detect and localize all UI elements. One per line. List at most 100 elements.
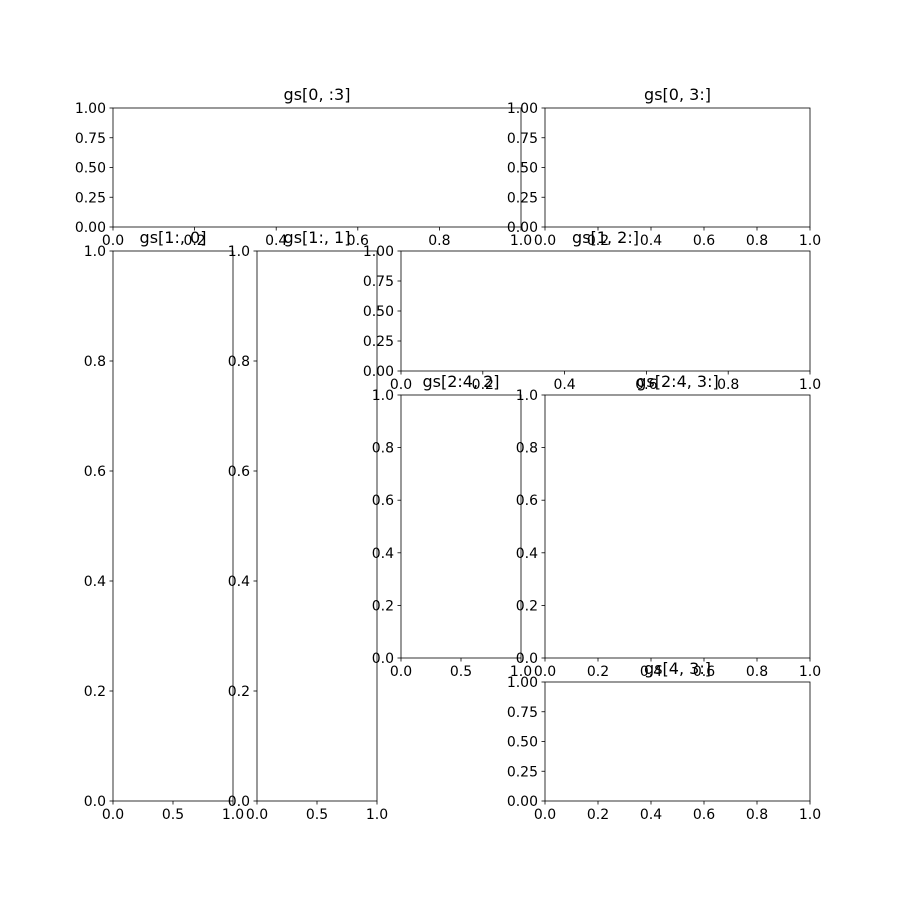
y-tick-label: 0.25 xyxy=(507,764,538,780)
x-tick-label: 1.0 xyxy=(799,664,821,680)
y-tick-label: 0.0 xyxy=(516,651,538,667)
x-tick-label: 0.0 xyxy=(102,807,124,823)
x-tick-label: 1.0 xyxy=(366,807,388,823)
y-tick-label: 0.4 xyxy=(516,546,538,562)
y-tick-label: 0.8 xyxy=(516,441,538,457)
x-tick-label: 0.4 xyxy=(265,233,287,249)
y-tick-label: 0.2 xyxy=(228,684,250,700)
x-tick-label: 0.8 xyxy=(746,807,768,823)
axes-4: 0.0 0.2 0.4 0.6 0.8 1.0 0.00 0.25 0.50 0.75 1.00 gs… xyxy=(363,228,821,393)
x-tick-label: 0.2 xyxy=(472,377,494,393)
axes-frame xyxy=(112,250,234,802)
axes-title: gs[1, 2:] xyxy=(572,228,639,247)
axes-frame xyxy=(400,250,811,372)
y-tick-label: 0.00 xyxy=(75,220,106,236)
y-tick-label: 0.6 xyxy=(228,464,250,480)
x-tick-label: 0.6 xyxy=(635,377,657,393)
x-tick-label: 0.4 xyxy=(553,377,575,393)
y-tick-label: 1.00 xyxy=(363,244,394,260)
y-tick-label: 0.50 xyxy=(363,304,394,320)
y-tick-label: 0.75 xyxy=(75,131,106,147)
x-tick-label: 0.0 xyxy=(534,807,556,823)
axes-frame xyxy=(544,394,811,659)
x-tick-label: 0.8 xyxy=(746,233,768,249)
x-tick-label: 0.2 xyxy=(587,664,609,680)
x-tick-label: 1.0 xyxy=(799,233,821,249)
y-tick-label: 0.25 xyxy=(363,334,394,350)
x-tick-label: 0.0 xyxy=(102,233,124,249)
x-tick-label: 0.6 xyxy=(693,664,715,680)
y-tick-label: 0.50 xyxy=(75,161,106,177)
y-tick-label: 0.0 xyxy=(228,794,250,810)
y-tick-label: 0.75 xyxy=(507,131,538,147)
y-tick-label: 0.00 xyxy=(363,364,394,380)
x-tick-label: 0.8 xyxy=(746,664,768,680)
y-tick-label: 0.75 xyxy=(363,274,394,290)
x-tick-label: 0.6 xyxy=(693,233,715,249)
y-tick-label: 0.75 xyxy=(507,705,538,721)
y-tick-label: 0.4 xyxy=(84,574,106,590)
x-tick-label: 0.0 xyxy=(246,807,268,823)
x-tick-label: 0.6 xyxy=(347,233,369,249)
y-tick-label: 0.6 xyxy=(516,493,538,509)
axes-title: gs[1:, 0] xyxy=(140,228,207,247)
y-tick-label: 1.0 xyxy=(228,244,250,260)
x-tick-label: 1.0 xyxy=(222,807,244,823)
y-tick-label: 0.0 xyxy=(84,794,106,810)
y-tick-label: 1.00 xyxy=(507,101,538,117)
axes-3: 0.0 0.5 1.0 0.0 0.2 0.4 0.6 0.8 1.0 gs[1:, 1] xyxy=(228,228,388,823)
x-tick-label: 0.2 xyxy=(587,807,609,823)
x-tick-label: 0.0 xyxy=(534,233,556,249)
x-tick-label: 0.0 xyxy=(390,377,412,393)
y-tick-label: 0.8 xyxy=(84,354,106,370)
axes-frame xyxy=(112,107,522,228)
y-tick-label: 0.4 xyxy=(228,574,250,590)
y-tick-label: 0.0 xyxy=(372,651,394,667)
x-tick-label: 0.8 xyxy=(717,377,739,393)
x-tick-label: 1.0 xyxy=(510,233,532,249)
y-tick-label: 0.2 xyxy=(372,598,394,614)
y-tick-label: 1.0 xyxy=(84,244,106,260)
y-tick-label: 0.00 xyxy=(507,794,538,810)
y-tick-label: 0.2 xyxy=(516,598,538,614)
y-tick-label: 0.25 xyxy=(507,190,538,206)
y-tick-label: 0.4 xyxy=(372,546,394,562)
axes-frame xyxy=(400,394,522,659)
axes-frame xyxy=(256,250,378,802)
y-tick-label: 0.00 xyxy=(507,220,538,236)
y-tick-label: 0.8 xyxy=(372,441,394,457)
x-tick-label: 0.2 xyxy=(587,233,609,249)
axes-frame xyxy=(544,107,811,228)
axes-title: gs[1:, 1] xyxy=(284,228,351,247)
x-tick-label: 0.0 xyxy=(390,664,412,680)
x-tick-label: 0.4 xyxy=(640,807,662,823)
x-tick-label: 0.8 xyxy=(428,233,450,249)
x-tick-label: 1.0 xyxy=(799,807,821,823)
y-tick-label: 1.0 xyxy=(516,388,538,404)
x-tick-label: 0.5 xyxy=(162,807,184,823)
y-tick-label: 1.00 xyxy=(75,101,106,117)
x-tick-label: 0.0 xyxy=(534,664,556,680)
y-tick-label: 0.50 xyxy=(507,161,538,177)
y-tick-label: 0.6 xyxy=(372,493,394,509)
axes-title: gs[0, 3:] xyxy=(644,85,711,104)
x-tick-label: 0.5 xyxy=(450,664,472,680)
x-tick-label: 0.4 xyxy=(640,664,662,680)
x-tick-label: 0.4 xyxy=(640,233,662,249)
x-tick-label: 0.5 xyxy=(306,807,328,823)
y-tick-label: 0.8 xyxy=(228,354,250,370)
x-tick-label: 0.6 xyxy=(693,807,715,823)
axes-frame xyxy=(544,681,811,802)
x-tick-label: 1.0 xyxy=(799,377,821,393)
axes-title: gs[2:4, 2] xyxy=(422,372,499,391)
y-tick-label: 0.2 xyxy=(84,684,106,700)
axes-title: gs[0, :3] xyxy=(284,85,351,104)
axes-title: gs[4, 3:] xyxy=(644,659,711,678)
y-tick-label: 0.25 xyxy=(75,190,106,206)
